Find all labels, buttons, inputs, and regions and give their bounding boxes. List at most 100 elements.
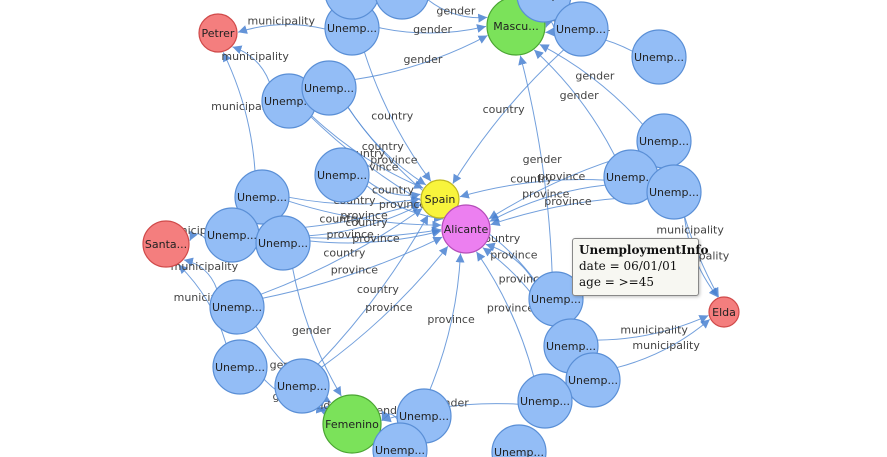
edge-label: province [352,232,400,245]
node-province[interactable]: Alicante [441,204,491,254]
edge-municipality [237,24,326,34]
edge-country [317,214,429,365]
node-label: Unemp... [634,51,684,64]
node-circle[interactable] [517,373,573,429]
node-circle[interactable] [646,164,702,220]
node-label: Unemp... [399,410,449,423]
edge-label: country [362,140,405,153]
nodes-layer: PetrerSanta...EldaMascu...FemeninoSpainA… [142,0,740,457]
edge-country [311,115,424,189]
node-info[interactable]: Unemp... [517,373,573,429]
node-circle[interactable] [142,220,190,268]
node-label: Unemp... [606,171,656,184]
edge-municipality [189,230,206,241]
node-label: Unemp... [207,229,257,242]
node-label: Unemp... [375,444,425,457]
edge-label: province [340,209,388,222]
edge-label: gender [413,23,452,36]
edge-province [489,184,606,222]
node-info[interactable]: Unemp... [646,164,702,220]
node-info[interactable]: Unemp... [234,169,290,225]
edge-label: gender [560,89,599,102]
node-circle[interactable] [209,279,265,335]
node-info[interactable]: Unemp... [212,339,268,395]
node-circle[interactable] [325,0,379,20]
node-circle[interactable] [274,358,330,414]
node-info[interactable]: Unemp... [301,60,357,116]
edge-gender [518,55,553,273]
edge-label: gender [292,324,331,337]
node-label: Unemp... [258,237,308,250]
node-info[interactable]: Unemp... [325,0,379,20]
node-label: Unemp... [519,0,569,2]
edge-gender [292,268,342,397]
node-label: Femenino [325,418,379,431]
node-info[interactable]: Unemp... [314,147,370,203]
node-circle[interactable] [301,60,357,116]
node-circle[interactable] [234,169,290,225]
node-circle[interactable] [375,0,429,20]
node-label: Unemp... [649,186,699,199]
edge-province [262,236,443,299]
edge-label: municipality [248,15,316,28]
edge-label: country [372,184,415,197]
node-circle[interactable] [420,179,460,219]
node-circle[interactable] [441,204,491,254]
edge-province [321,245,449,368]
node-municipality[interactable]: Petrer [198,13,238,53]
node-municipality[interactable]: Santa... [142,220,190,268]
edge-label: province [365,301,413,314]
edge-label: country [323,247,366,260]
node-country[interactable]: Spain [420,179,460,219]
node-info[interactable]: Unemp... [209,279,265,335]
node-label: Alicante [444,223,489,236]
node-info[interactable]: Unemp... [491,424,547,457]
node-circle[interactable] [372,422,428,457]
node-circle[interactable] [553,1,609,57]
node-circle[interactable] [198,13,238,53]
edge-label: province [487,302,535,315]
node-info[interactable]: Unemp... [565,352,621,408]
node-municipality[interactable]: Elda [708,296,740,328]
node-circle[interactable] [322,394,382,454]
edge-province [485,242,536,283]
node-info[interactable]: Unemp... [375,0,429,20]
edge-label: gender [403,53,442,66]
node-gender[interactable]: Femenino [322,394,382,454]
node-info[interactable]: Unemp... [255,215,311,271]
edge-country [363,51,432,182]
node-info[interactable]: Unemp... [528,271,584,327]
node-circle[interactable] [631,29,687,85]
tooltip-title: UnemploymentInfo [579,243,709,257]
node-label: Petrer [202,27,235,40]
tooltip-age: age = >=45 [579,275,654,289]
node-info[interactable]: Unemp... [372,422,428,457]
node-info[interactable]: Unemp... [631,29,687,85]
edge-label: province [370,153,418,166]
edge-label: municipality [632,339,700,352]
node-info[interactable]: Unemp... [274,358,330,414]
edge-label: country [483,103,526,116]
node-label: Unemp... [237,191,287,204]
edge-municipality [616,318,711,369]
node-circle[interactable] [255,215,311,271]
edge-province [476,251,535,377]
node-label: Unemp... [317,169,367,182]
edge-label: country [357,283,400,296]
edge-country [260,207,423,295]
edge-province [309,228,442,244]
node-circle[interactable] [565,352,621,408]
edge-label: country [345,216,388,229]
edge-municipality [178,264,227,345]
edge-label: country [371,109,414,122]
edge-country [452,49,565,184]
node-label: Unemp... [556,23,606,36]
node-info[interactable]: Unemp... [553,1,609,57]
node-info[interactable]: Unemp... [204,207,260,263]
node-circle[interactable] [314,147,370,203]
node-circle[interactable] [212,339,268,395]
edge-label: municipality [171,260,239,273]
node-circle[interactable] [708,296,740,328]
node-circle[interactable] [491,424,547,457]
